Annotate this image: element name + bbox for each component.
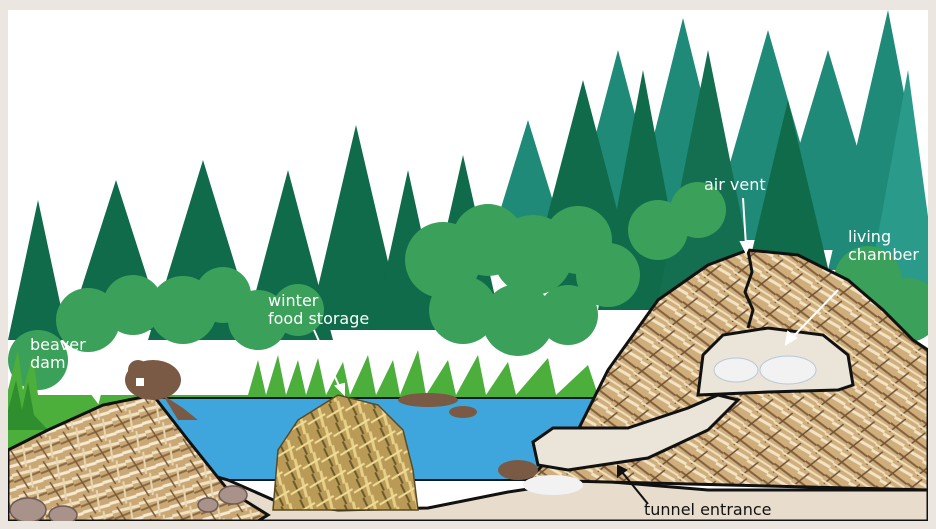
beaver-lodge-diagram: beaver dam winter food storage air vent … xyxy=(8,10,928,521)
label-beaver-dam-line2: dam xyxy=(30,354,86,372)
label-beaver-dam-line1: beaver xyxy=(30,336,86,354)
label-beaver-dam: beaver dam xyxy=(30,336,86,372)
label-tunnel-entrance: tunnel entrance xyxy=(644,501,772,519)
label-living-chamber: living chamber xyxy=(848,228,919,264)
label-air-vent: air vent xyxy=(704,176,766,194)
diagram-illustration xyxy=(8,10,928,521)
label-winter-food-storage: winter food storage xyxy=(268,292,369,328)
label-living-chamber-line1: living xyxy=(848,228,919,246)
label-winter-food-storage-line2: food storage xyxy=(268,310,369,328)
label-winter-food-storage-line1: winter xyxy=(268,292,369,310)
label-living-chamber-line2: chamber xyxy=(848,246,919,264)
